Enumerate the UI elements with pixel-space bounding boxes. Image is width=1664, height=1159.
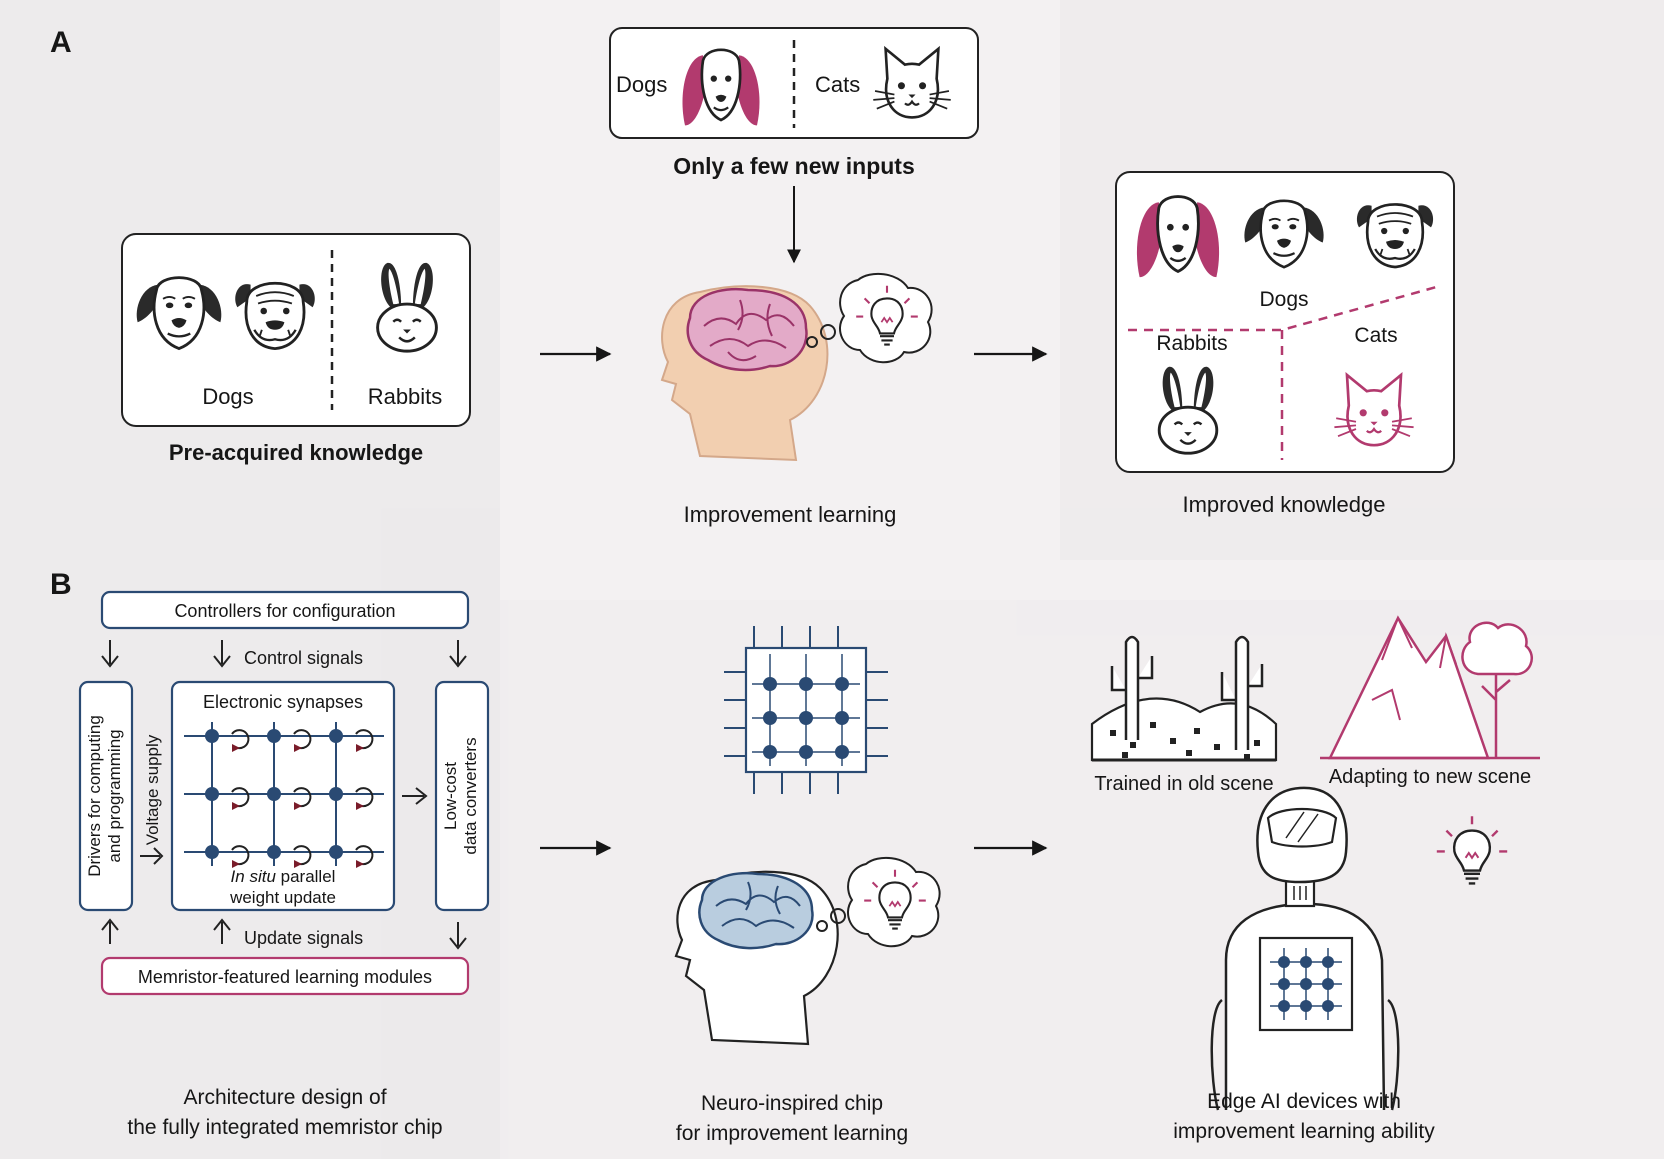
panel-b-letter: B xyxy=(50,568,72,601)
thought-bubble-medium xyxy=(830,908,846,924)
improved-cats-label: Cats xyxy=(1354,324,1397,347)
converters-line2: data converters xyxy=(461,737,480,854)
right-arrow-icon xyxy=(402,787,428,805)
down-arrow-icon xyxy=(213,640,231,668)
hound-dog-icon xyxy=(1135,195,1221,279)
panel-a-letter: A xyxy=(50,26,72,59)
update-signals-label: Update signals xyxy=(244,928,363,948)
improved-knowledge-group: Dogs Rabbits Cats Improved knowledge xyxy=(1115,171,1455,517)
arch-caption-line1: Architecture design of xyxy=(183,1086,386,1109)
synapse-node xyxy=(329,845,343,859)
robot-visor xyxy=(1266,808,1338,848)
synapse-node xyxy=(267,729,281,743)
synapse-node xyxy=(205,729,219,743)
pre-acquired-dogs-label: Dogs xyxy=(202,384,253,409)
down-arrow-icon xyxy=(449,922,467,950)
new-inputs-cats-label: Cats xyxy=(815,72,860,97)
new-inputs-group: Dogs Cats Only a few new inputs xyxy=(609,27,979,264)
down-arrow-icon xyxy=(101,640,119,668)
improved-dogs-label: Dogs xyxy=(1259,288,1308,311)
improvement-caption: Improvement learning xyxy=(684,502,897,527)
hound-dog-icon xyxy=(681,48,761,127)
thought-bubble-medium xyxy=(820,324,836,340)
synapse-node xyxy=(267,845,281,859)
pre-acquired-caption: Pre-acquired knowledge xyxy=(169,440,423,465)
improved-rabbits-label: Rabbits xyxy=(1156,332,1227,355)
right-arrow-icon xyxy=(140,847,164,865)
synapse-crossbar xyxy=(184,722,384,868)
synapse-node xyxy=(205,787,219,801)
new-inputs-caption: Only a few new inputs xyxy=(673,153,915,179)
cactus-icon xyxy=(1220,635,1264,750)
chip-pins xyxy=(724,626,888,794)
old-scene-label: Trained in old scene xyxy=(1094,773,1273,795)
architecture-diagram: Controllers for configuration Control si… xyxy=(78,590,490,1139)
converters-box xyxy=(434,680,490,912)
desert-dots xyxy=(1110,722,1260,760)
pre-acquired-group: Dogs Rabbits Pre-acquired knowledge xyxy=(121,233,471,465)
learning-head-group: Improvement learning xyxy=(660,272,933,527)
new-scene-group: Adapting to new scene xyxy=(1320,615,1540,788)
update-loop-icons xyxy=(231,729,374,866)
synapses-title: Electronic synapses xyxy=(203,692,363,712)
controllers-label: Controllers for configuration xyxy=(174,601,395,621)
weight-update-label: weight update xyxy=(229,888,336,907)
up-arrow-icon xyxy=(101,918,119,944)
robot-group: Edge AI devices with improvement learnin… xyxy=(1173,786,1509,1143)
control-signals-label: Control signals xyxy=(244,648,363,668)
thought-bubble-small xyxy=(816,920,828,932)
brain-icon xyxy=(686,287,808,372)
memristor-modules-box xyxy=(100,956,470,996)
converters-line1: Low-cost xyxy=(441,762,460,830)
improved-caption: Improved knowledge xyxy=(1182,492,1385,517)
old-scene-group: Trained in old scene xyxy=(1090,635,1278,795)
robot-chip-nodes xyxy=(1278,956,1334,1012)
pre-acquired-rabbits-label: Rabbits xyxy=(368,384,443,409)
drivers-box xyxy=(78,680,134,912)
brain-icon xyxy=(698,871,814,950)
memristor-modules-label: Memristor-featured learning modules xyxy=(138,967,432,987)
controllers-box xyxy=(100,590,470,630)
chip-caption-line1: Neuro-inspired chip xyxy=(701,1092,883,1115)
down-arrow-icon xyxy=(449,640,467,668)
update-arrowhead-icons xyxy=(232,744,364,868)
chip-caption-line2: for improvement learning xyxy=(676,1122,908,1145)
insitu-label: In situ parallel xyxy=(231,867,336,886)
synapse-node xyxy=(205,845,219,859)
edge-caption-line1: Edge AI devices with xyxy=(1207,1090,1401,1113)
category-divider-lines xyxy=(1128,284,1441,460)
new-scene-label: Adapting to new scene xyxy=(1329,766,1531,788)
arch-caption-line2: the fully integrated memristor chip xyxy=(127,1116,442,1139)
synapse-node xyxy=(267,787,281,801)
tree-icon xyxy=(1461,621,1533,676)
insitu-rest: parallel xyxy=(276,867,336,886)
neuro-chip-group: Neuro-inspired chip for improvement lear… xyxy=(674,626,941,1145)
voltage-supply-label: Voltage supply xyxy=(143,734,162,845)
synapse-node xyxy=(329,729,343,743)
thought-bubble-small xyxy=(806,336,818,348)
new-inputs-dogs-label: Dogs xyxy=(616,72,667,97)
synapse-node xyxy=(329,787,343,801)
edge-caption-line2: improvement learning ability xyxy=(1173,1120,1435,1143)
drivers-line1: Drivers for computing xyxy=(85,715,104,877)
up-arrow-icon xyxy=(213,918,231,944)
chip-nodes xyxy=(763,677,849,759)
insitu-italic: In situ xyxy=(231,867,277,886)
drivers-line2: and programming xyxy=(105,729,124,862)
cactus-icon xyxy=(1110,635,1154,740)
